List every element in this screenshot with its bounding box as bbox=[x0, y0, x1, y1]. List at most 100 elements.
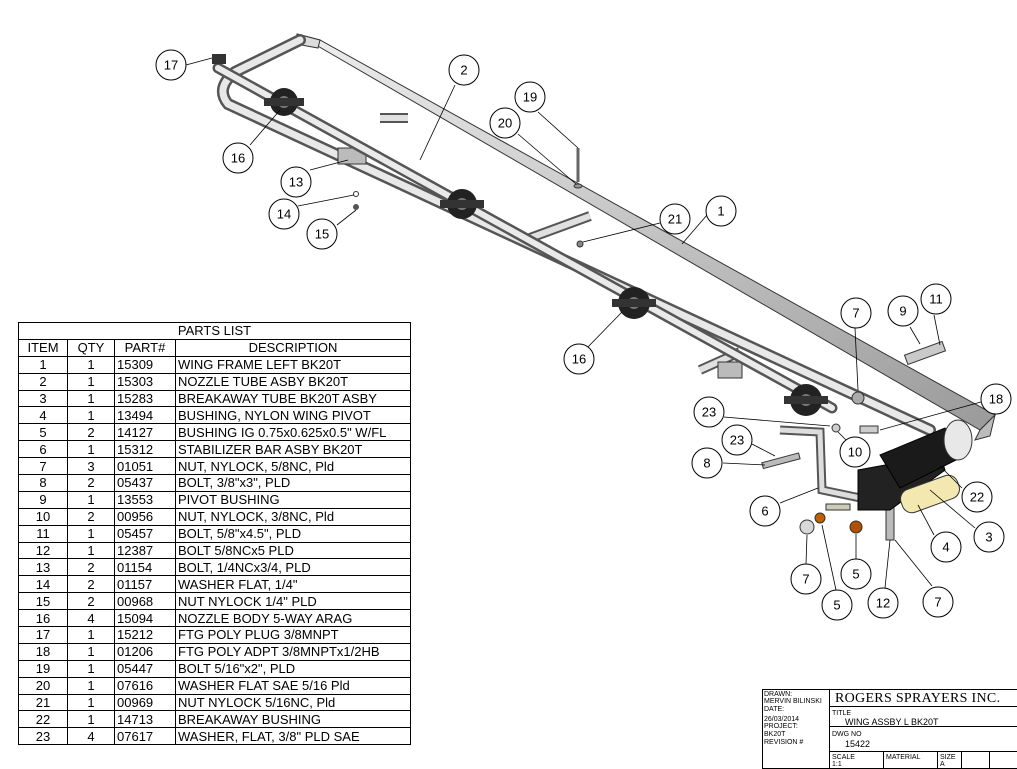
balloon-number: 23 bbox=[702, 405, 716, 420]
cell-item: 8 bbox=[18, 474, 68, 492]
project-value: BK20T bbox=[764, 731, 786, 738]
cell-part-number: 07616 bbox=[114, 676, 176, 695]
cell-description: WASHER FLAT SAE 5/16 Pld bbox=[175, 676, 411, 695]
cell-qty: 1 bbox=[67, 490, 115, 509]
cell-qty: 2 bbox=[67, 474, 115, 492]
cell-part-number: 15303 bbox=[114, 372, 176, 391]
item-balloon: 14 bbox=[268, 198, 300, 230]
date-label: DATE: bbox=[764, 706, 785, 713]
cell-item: 18 bbox=[18, 642, 68, 661]
cell-item: 5 bbox=[18, 423, 68, 442]
title-block: DRAWN: MERVIN BILINSKI DATE: 26/03/2014 … bbox=[762, 689, 1017, 769]
balloon-number: 7 bbox=[934, 595, 941, 610]
cell-part-number: 05437 bbox=[114, 474, 176, 492]
balloon-number: 2 bbox=[460, 63, 467, 78]
cell-part-number: 13553 bbox=[114, 490, 176, 509]
cell-part-number: 15309 bbox=[114, 355, 176, 374]
cell-part-number: 01154 bbox=[114, 558, 176, 577]
dwg-no-label: DWG NO bbox=[832, 731, 862, 738]
project-label: PROJECT: bbox=[764, 723, 798, 730]
cell-item: 9 bbox=[18, 490, 68, 509]
drawing-title: WING ASSBY L BK20T bbox=[845, 717, 939, 727]
cell-part-number: 00968 bbox=[114, 592, 176, 611]
cell-description: NUT NYLOCK 1/4" PLD bbox=[175, 592, 411, 611]
nozzle-tube bbox=[212, 62, 838, 414]
item-balloon: 20 bbox=[489, 107, 521, 139]
cell-description: FTG POLY PLUG 3/8MNPT bbox=[175, 626, 411, 644]
date-value: 26/03/2014 bbox=[764, 716, 800, 723]
balloon-number: 6 bbox=[761, 504, 768, 519]
header-description: DESCRIPTION bbox=[175, 338, 411, 357]
item-balloon: 7 bbox=[790, 563, 822, 595]
cell-qty: 1 bbox=[67, 676, 115, 695]
company-name: ROGERS SPRAYERS INC. bbox=[835, 691, 1001, 706]
cell-item: 6 bbox=[18, 440, 68, 459]
balloon-number: 11 bbox=[929, 292, 943, 307]
item-balloon: 23 bbox=[693, 396, 725, 428]
cell-item: 14 bbox=[18, 575, 68, 594]
cell-item: 16 bbox=[18, 609, 68, 628]
cell-qty: 1 bbox=[67, 659, 115, 678]
item-balloon: 12 bbox=[867, 587, 899, 619]
cell-part-number: 01206 bbox=[114, 642, 176, 661]
item-balloon: 15 bbox=[306, 218, 338, 250]
cell-part-number: 15094 bbox=[114, 609, 176, 628]
item-balloon: 13 bbox=[280, 166, 312, 198]
cell-description: BOLT 5/16"x2", PLD bbox=[175, 659, 411, 678]
cell-description: BUSHING, NYLON WING PIVOT bbox=[175, 406, 411, 425]
cell-description: WASHER, FLAT, 3/8" PLD SAE bbox=[175, 727, 411, 746]
balloon-number: 1 bbox=[717, 204, 724, 219]
balloon-number: 3 bbox=[985, 530, 992, 545]
cell-description: NOZZLE BODY 5-WAY ARAG bbox=[175, 609, 411, 628]
cell-part-number: 15312 bbox=[114, 440, 176, 459]
material-label: MATERIAL bbox=[886, 754, 921, 761]
item-balloon: 16 bbox=[563, 343, 595, 375]
cell-description: NUT, NYLOCK, 5/8NC, Pld bbox=[175, 457, 411, 476]
balloon-number: 12 bbox=[876, 596, 890, 611]
item-balloon: 3 bbox=[973, 521, 1005, 553]
item-balloon: 10 bbox=[839, 436, 871, 468]
cell-item: 23 bbox=[18, 727, 68, 746]
balloon-number: 7 bbox=[802, 572, 809, 587]
header-qty: QTY bbox=[67, 338, 115, 357]
item-balloon: 16 bbox=[222, 142, 254, 174]
cell-part-number: 12387 bbox=[114, 541, 176, 560]
breakaway-assembly bbox=[779, 419, 973, 514]
balloon-number: 7 bbox=[852, 306, 859, 321]
balloon-number: 10 bbox=[848, 445, 862, 460]
cell-qty: 1 bbox=[67, 710, 115, 729]
size-value: A bbox=[940, 761, 945, 768]
cell-part-number: 14127 bbox=[114, 423, 176, 442]
cell-part-number: 00956 bbox=[114, 507, 176, 526]
item-balloon: 19 bbox=[514, 81, 546, 113]
cell-qty: 2 bbox=[67, 558, 115, 577]
item-balloon: 5 bbox=[840, 558, 872, 590]
cell-item: 13 bbox=[18, 558, 68, 577]
cell-qty: 4 bbox=[67, 727, 115, 746]
cell-description: BREAKAWAY BUSHING bbox=[175, 710, 411, 729]
item-balloon: 7 bbox=[840, 297, 872, 329]
cell-part-number: 05447 bbox=[114, 659, 176, 678]
cell-item: 10 bbox=[18, 507, 68, 526]
cell-item: 15 bbox=[18, 592, 68, 611]
cell-part-number: 13494 bbox=[114, 406, 176, 425]
balloon-number: 9 bbox=[899, 304, 906, 319]
cell-qty: 2 bbox=[67, 507, 115, 526]
balloon-number: 15 bbox=[315, 227, 329, 242]
cell-item: 2 bbox=[18, 372, 68, 391]
cell-qty: 1 bbox=[67, 626, 115, 644]
cell-qty: 1 bbox=[67, 355, 115, 374]
